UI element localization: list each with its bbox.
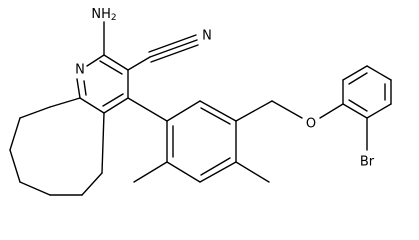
nitrile-nitrogen-label: N <box>202 29 212 44</box>
bromine-label: Br <box>360 155 375 170</box>
ring-nitrogen-label: N <box>75 63 85 78</box>
molecule-structure: NH2 N N O Br <box>9 7 392 196</box>
amine-label: NH2 <box>91 7 116 24</box>
ether-oxygen-label: O <box>306 117 316 132</box>
bond-skeleton <box>9 21 392 196</box>
atom-labels: NH2 N N O Br <box>75 7 375 170</box>
